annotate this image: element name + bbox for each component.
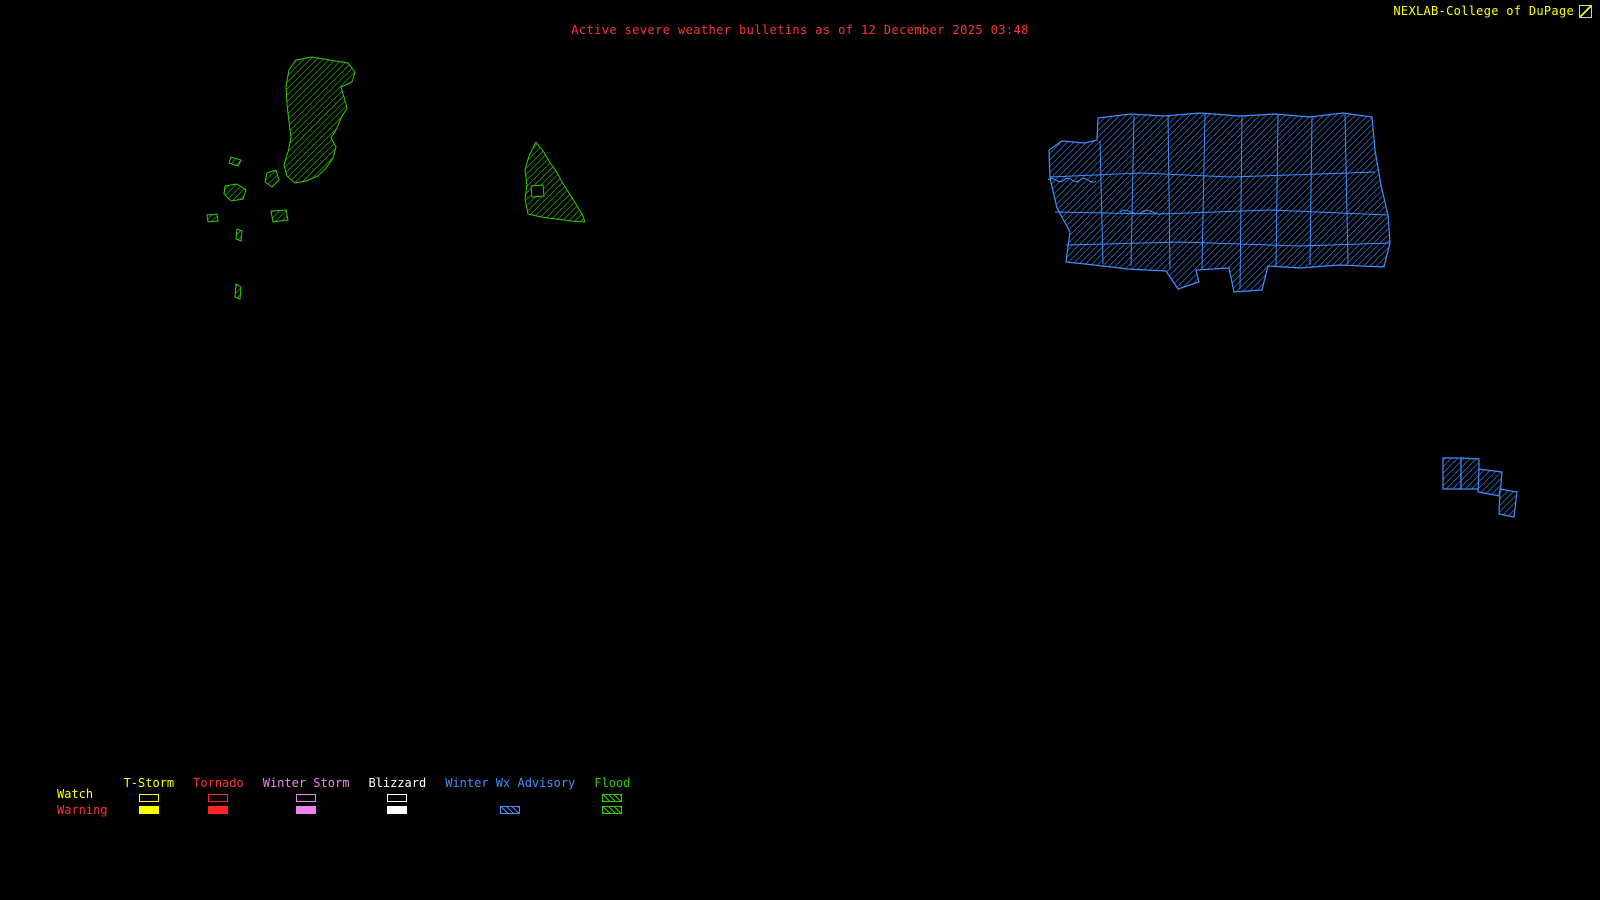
flood-warning-swatch — [602, 806, 623, 814]
legend-label-tornado: Tornado — [193, 776, 244, 790]
tornado-warning-swatch — [208, 806, 229, 814]
blizzard-warning-swatch — [387, 806, 408, 814]
winter-advisory-cluster-east — [1442, 457, 1518, 518]
legend-category-winter-wx-advisory: Winter Wx Advisory — [445, 777, 575, 814]
legend-label-tstorm: T-Storm — [123, 776, 175, 790]
legend-label-winter-wx-advisory: Winter Wx Advisory — [445, 776, 576, 790]
winter-storm-watch-swatch — [296, 794, 317, 802]
watch-row-label: Watch — [57, 787, 94, 801]
legend-label-flood: Flood — [594, 776, 631, 790]
blizzard-watch-swatch — [387, 794, 408, 802]
flood-warning-area-central — [524, 141, 586, 223]
legend-category-winter-storm: Winter Storm — [262, 776, 350, 814]
brand-text: NEXLAB-College of DuPage — [1393, 4, 1574, 18]
winter-wx-advisory-warning-swatch — [500, 806, 521, 814]
cod-logo-icon — [1579, 4, 1592, 18]
page-title: Active severe weather bulletins as of 12… — [571, 23, 1029, 37]
flood-watch-swatch — [602, 794, 623, 802]
winter-storm-warning-swatch — [296, 806, 317, 814]
warning-row-label: Warning — [57, 803, 108, 817]
tstorm-warning-swatch — [138, 806, 159, 814]
tornado-watch-swatch — [208, 794, 229, 802]
legend-category-flood: Flood — [594, 777, 630, 814]
tstorm-watch-swatch — [138, 794, 159, 802]
legend-label-winter-storm: Winter Storm — [262, 776, 350, 790]
brand: NEXLAB-College of DuPage — [1393, 4, 1592, 18]
legend: Watch Warning T-Storm Tornado Winter Sto… — [57, 777, 649, 820]
legend-label-blizzard: Blizzard — [368, 776, 427, 790]
legend-category-blizzard: Blizzard — [368, 777, 426, 814]
winter-advisory-county-cluster-north — [1047, 112, 1391, 293]
legend-category-tornado: Tornado — [193, 777, 244, 814]
legend-row-labels: Watch Warning — [57, 777, 108, 820]
legend-category-tstorm: T-Storm — [123, 776, 175, 814]
flood-warning-cluster-west — [206, 56, 356, 300]
